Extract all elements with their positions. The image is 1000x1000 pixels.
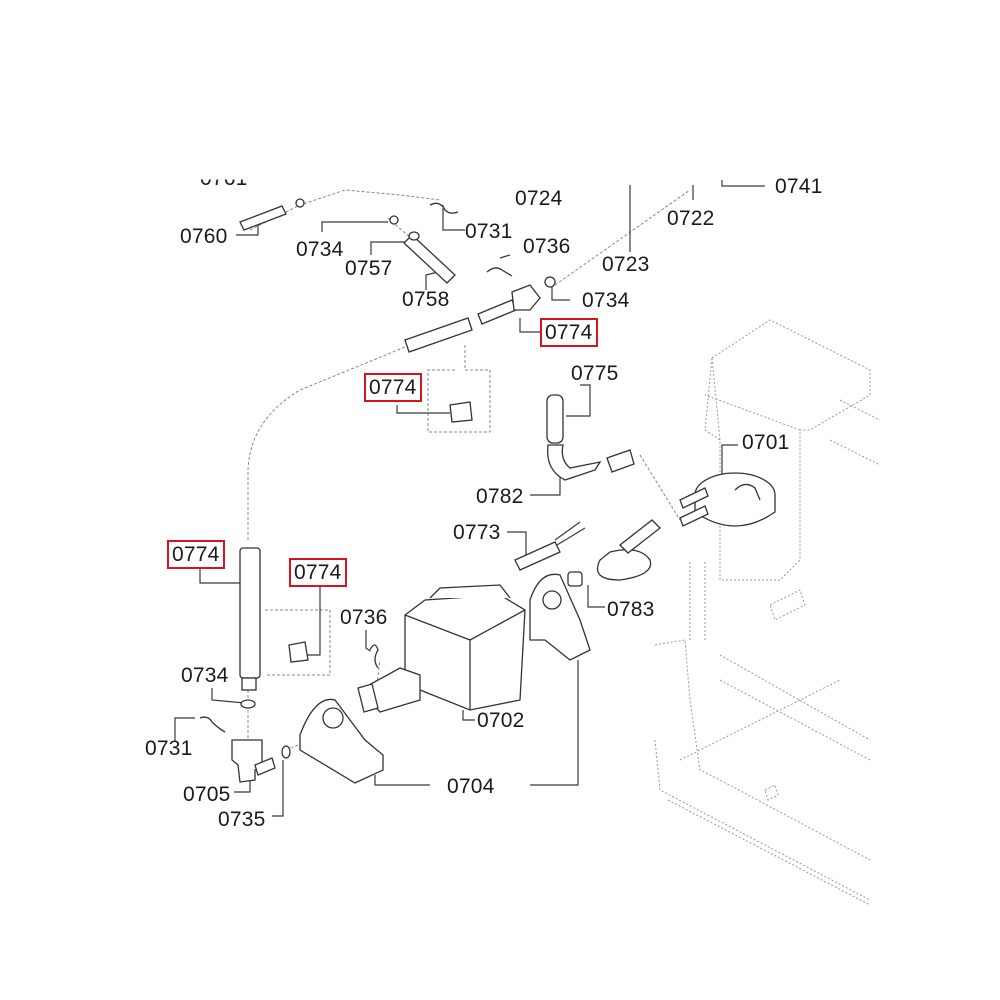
part-0774-tube-lower [239,547,261,691]
part-0736-clip [369,644,379,669]
part-label-0758[interactable]: 0758 [402,288,450,311]
leader-lines [174,180,765,817]
part-label-0731-left[interactable]: 0731 [145,737,193,760]
part-0774-valve-upper [486,267,556,311]
part-label-0774-highlighted-b[interactable]: 0774 [364,373,422,402]
part-label-0736-top[interactable]: 0736 [523,235,571,258]
part-0731-clip-top [429,202,459,214]
part-0704-bracket-right [529,573,591,661]
part-0775-0782-hose [546,394,635,481]
part-label-cut-off: 0761 [200,167,248,190]
part-0704-bracket-left [299,698,384,784]
part-0774-clip-a [449,401,473,423]
part-label-0782[interactable]: 0782 [476,485,524,508]
part-label-0783[interactable]: 0783 [607,598,655,621]
part-label-0736-mid[interactable]: 0736 [340,606,388,629]
part-label-0734-right[interactable]: 0734 [582,289,630,312]
part-label-0734-left[interactable]: 0734 [181,664,229,687]
part-0731-clip-left [199,716,226,733]
part-label-0773[interactable]: 0773 [453,521,501,544]
part-label-0774-highlighted-d[interactable]: 0774 [289,558,347,587]
part-0783-hose-loop [567,519,661,587]
part-label-0723[interactable]: 0723 [602,253,650,276]
part-0701-flowmeter [679,472,776,527]
part-label-0705[interactable]: 0705 [183,783,231,806]
part-label-0701[interactable]: 0701 [742,431,790,454]
part-label-0760[interactable]: 0760 [180,225,228,248]
part-label-0734-top[interactable]: 0734 [296,238,344,261]
part-label-0702[interactable]: 0702 [477,709,525,732]
part-label-0735[interactable]: 0735 [218,808,266,831]
part-0705-elbow [231,739,291,783]
part-0702-pump [357,584,526,713]
part-label-0774-highlighted-a[interactable]: 0774 [540,318,598,347]
part-0734-seal-left [240,699,256,709]
part-0774-clip-b [288,641,309,663]
machine-housing [654,319,881,906]
part-label-0774-highlighted-c[interactable]: 0774 [167,540,225,569]
part-label-0775[interactable]: 0775 [571,362,619,385]
part-label-0704[interactable]: 0704 [447,775,495,798]
part-label-0722[interactable]: 0722 [667,207,715,230]
part-0760-tube [239,198,305,231]
part-label-0757[interactable]: 0757 [345,257,393,280]
part-label-0724[interactable]: 0724 [515,187,563,210]
part-0773-heater [514,521,586,571]
part-label-0741[interactable]: 0741 [775,175,823,198]
part-label-0731-top[interactable]: 0731 [465,220,513,243]
part-0774-tube-upper [404,299,517,353]
part-0757-0758-connector [389,215,456,284]
